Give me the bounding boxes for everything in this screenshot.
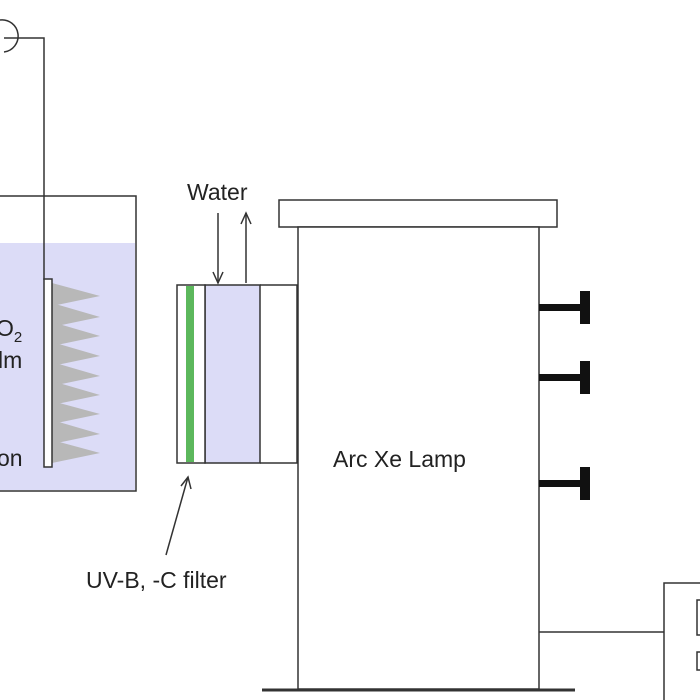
- power-supply: [539, 582, 700, 700]
- arc-xe-lamp: [262, 199, 575, 692]
- nanotube: [52, 322, 100, 346]
- cell-beaker-wall: [0, 195, 137, 492]
- nanotube: [52, 283, 100, 306]
- nanotube: [52, 440, 100, 463]
- knob-icon: [539, 291, 590, 324]
- lamp-label: Arc Xe Lamp: [333, 446, 466, 472]
- filter-label: UV-B, -C filter: [86, 567, 227, 593]
- meter-circle: [0, 19, 19, 53]
- nanotube: [52, 362, 100, 386]
- water-arrows: [212, 211, 252, 285]
- nanotube: [52, 401, 100, 424]
- tio2-nanotube-film: [52, 283, 100, 463]
- power-supply-box: [663, 582, 700, 700]
- lamp-cap: [278, 199, 558, 228]
- solution-label: on: [0, 445, 23, 471]
- knob-icon: [539, 467, 590, 500]
- lamp-port: [260, 284, 298, 464]
- water-label: Water: [187, 179, 248, 205]
- nanotube: [52, 303, 100, 327]
- filter-pointer: [165, 475, 192, 556]
- nanotube: [52, 342, 100, 366]
- film-label-line2: lm: [0, 347, 22, 373]
- nanotube: [52, 420, 100, 444]
- pointer-line: [165, 476, 189, 556]
- lamp-body: [297, 226, 540, 690]
- film-label-line1-sub: 2: [14, 329, 22, 346]
- water-out-arrowhead: [240, 211, 252, 225]
- indicator-icon: [696, 651, 700, 671]
- water-in-arrowhead: [212, 271, 224, 285]
- water-chamber: [204, 284, 261, 464]
- switch-icon: [696, 599, 700, 636]
- pointer-arrowhead: [180, 475, 192, 490]
- nanotube: [52, 381, 100, 405]
- film-label-line1: O2: [0, 315, 22, 346]
- knob-icon: [539, 361, 590, 394]
- uv-filter-green: [186, 286, 194, 462]
- water-filter-cell: [176, 284, 298, 464]
- wire: [4, 37, 45, 280]
- film-label-line1-tail: O: [0, 315, 14, 341]
- working-electrode: [43, 278, 53, 468]
- circuit-wire: [0, 19, 45, 280]
- adjustment-knobs: [539, 291, 590, 500]
